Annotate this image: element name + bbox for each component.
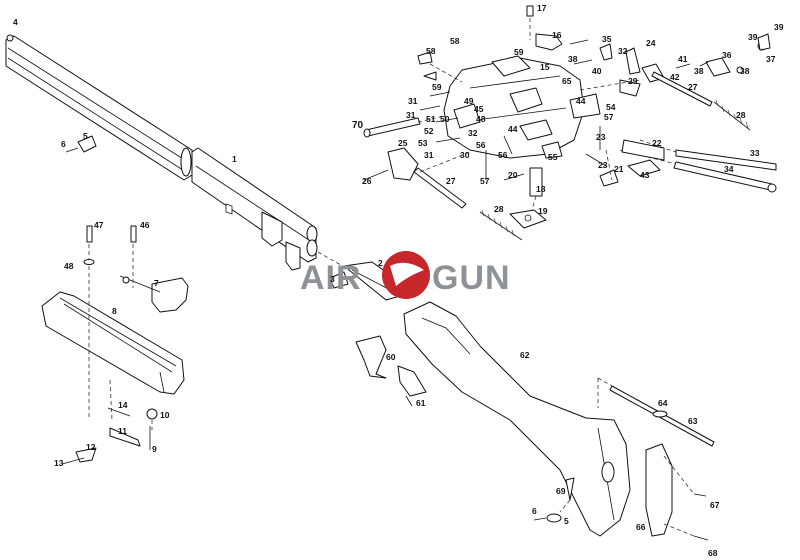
- label-part-1: 1: [232, 154, 237, 164]
- stock-assembly: [355, 301, 715, 541]
- label-part-44-a: 44: [576, 96, 586, 106]
- label-part-14: 14: [118, 400, 128, 410]
- label-part-48-top: 48: [476, 114, 486, 124]
- label-part-39-a: 39: [774, 22, 784, 32]
- label-part-17: 17: [537, 3, 547, 13]
- label-part-53: 53: [418, 138, 428, 148]
- label-part-13: 13: [54, 458, 64, 468]
- label-part-27: 27: [446, 176, 456, 186]
- label-part-30: 30: [460, 150, 470, 160]
- label-part-64: 64: [658, 398, 668, 408]
- label-part-66: 66: [636, 522, 646, 532]
- label-part-6-b: 6: [532, 506, 537, 516]
- label-part-45: 45: [474, 104, 484, 114]
- label-part-39-b: 39: [748, 32, 758, 42]
- label-part-56-a: 56: [476, 140, 486, 150]
- label-part-19: 19: [538, 206, 548, 216]
- label-part-21: 21: [614, 164, 624, 174]
- label-part-7: 7: [154, 278, 159, 288]
- label-part-57-a: 57: [604, 112, 614, 122]
- label-part-5: 5: [83, 131, 88, 141]
- watermark-logo: AIR GUN: [300, 251, 511, 299]
- label-part-23-b: 23: [598, 160, 608, 170]
- label-part-52: 52: [424, 126, 434, 136]
- label-part-58: 58: [426, 46, 436, 56]
- label-part-68: 68: [708, 548, 718, 558]
- label-part-26: 26: [362, 176, 372, 186]
- label-part-37: 37: [766, 54, 776, 64]
- label-part-32-top: 32: [618, 46, 628, 56]
- label-part-59: 59: [432, 82, 442, 92]
- label-part-3: 3: [330, 274, 335, 284]
- label-part-63: 63: [688, 416, 698, 426]
- part-labels: 4 1 5 6 17 16 58 58 59 15 35 38 32 24 40…: [13, 3, 784, 558]
- label-part-41: 41: [678, 54, 688, 64]
- label-part-42: 42: [670, 72, 680, 82]
- label-part-33: 33: [750, 148, 760, 158]
- label-part-28: 28: [494, 204, 504, 214]
- label-part-15: 15: [540, 62, 550, 72]
- label-part-56-b: 56: [498, 150, 508, 160]
- watermark-text-left: AIR: [300, 259, 362, 297]
- label-part-27-top: 27: [688, 82, 698, 92]
- label-part-12: 12: [86, 442, 96, 452]
- label-part-62: 62: [520, 350, 530, 360]
- label-part-31-b: 31: [406, 110, 416, 120]
- label-part-16: 16: [552, 30, 562, 40]
- label-part-38-c: 38: [740, 66, 750, 76]
- label-part-18: 18: [536, 184, 546, 194]
- label-part-46: 46: [140, 220, 150, 230]
- forearm-assembly: [41, 135, 189, 465]
- label-part-38-b: 38: [694, 66, 704, 76]
- label-part-58-top: 58: [450, 36, 460, 46]
- label-part-5-b: 5: [564, 516, 569, 526]
- barrel-assembly: [5, 34, 318, 271]
- label-part-51: 51: [426, 114, 436, 124]
- label-part-28-top: 28: [736, 110, 746, 120]
- label-part-38-a: 38: [568, 54, 578, 64]
- label-part-50: 50: [440, 114, 450, 124]
- label-part-9: 9: [152, 444, 157, 454]
- label-part-65: 65: [562, 76, 572, 86]
- label-part-61: 61: [416, 398, 426, 408]
- label-part-24: 24: [646, 38, 656, 48]
- label-part-35: 35: [602, 34, 612, 44]
- label-part-25: 25: [398, 138, 408, 148]
- label-part-34: 34: [724, 164, 734, 174]
- label-part-47: 47: [94, 220, 104, 230]
- label-part-49: 49: [464, 96, 474, 106]
- label-part-11: 11: [118, 426, 127, 436]
- label-part-29: 29: [628, 76, 638, 86]
- label-part-44-b: 44: [508, 124, 518, 134]
- label-part-10: 10: [160, 410, 170, 420]
- watermark-text-right: GUN: [432, 259, 511, 297]
- label-part-36: 36: [722, 50, 732, 60]
- label-part-22: 22: [652, 138, 662, 148]
- label-part-48: 48: [64, 261, 74, 271]
- label-part-40: 40: [592, 66, 602, 76]
- label-part-55: 55: [548, 152, 558, 162]
- label-part-60: 60: [386, 352, 396, 362]
- label-part-2: 2: [378, 258, 383, 268]
- label-part-32: 32: [468, 128, 478, 138]
- label-part-54: 54: [606, 102, 616, 112]
- label-part-57-b: 57: [480, 176, 490, 186]
- watermark-emblem: [382, 251, 430, 299]
- label-part-31-c: 31: [424, 150, 434, 160]
- label-part-20: 20: [508, 170, 518, 180]
- label-part-67: 67: [710, 500, 720, 510]
- label-part-31-a: 31: [408, 96, 418, 106]
- label-part-69: 69: [556, 486, 566, 496]
- label-part-4: 4: [13, 17, 18, 27]
- action-assembly: [363, 5, 777, 241]
- label-part-23-a: 23: [596, 132, 606, 142]
- label-part-43: 43: [640, 170, 650, 180]
- label-part-59-top: 59: [514, 47, 524, 57]
- label-part-6: 6: [61, 139, 66, 149]
- label-part-8: 8: [112, 306, 117, 316]
- label-part-70: 70: [352, 120, 364, 131]
